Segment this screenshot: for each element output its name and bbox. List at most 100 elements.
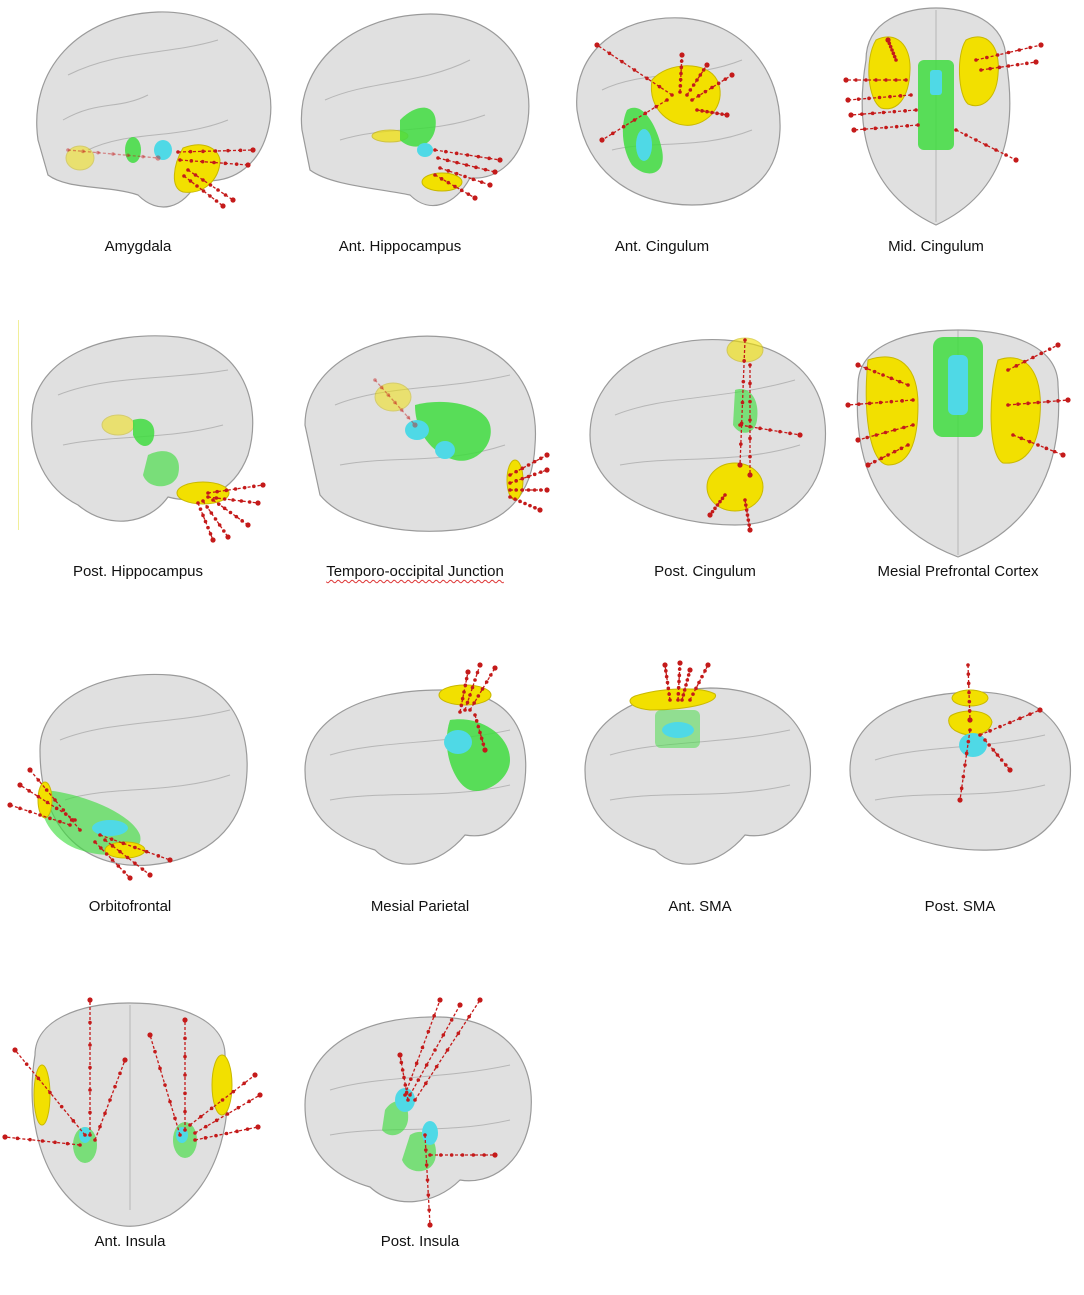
electrode-contact bbox=[477, 997, 483, 1003]
electrode-contact bbox=[109, 837, 114, 841]
panel-caption: Post. Insula bbox=[380, 1233, 460, 1250]
electrode-contact bbox=[900, 399, 904, 403]
electrode-contact bbox=[195, 184, 199, 188]
brain-render-ant-cingulum bbox=[576, 17, 781, 206]
electrode-group bbox=[594, 42, 735, 143]
electrode-contact bbox=[424, 1148, 428, 1152]
electrode-contact bbox=[200, 159, 205, 164]
electrode-contact bbox=[748, 436, 752, 441]
electrode-contact bbox=[877, 95, 882, 100]
electrode-contact bbox=[465, 669, 471, 675]
electrode-trajectory bbox=[374, 379, 416, 426]
electrode-contact bbox=[856, 97, 861, 101]
electrode-contact bbox=[1018, 716, 1022, 721]
electrode-contact bbox=[688, 698, 692, 702]
electrode-contact bbox=[239, 499, 244, 503]
electrode-contact bbox=[110, 858, 115, 862]
electrode-contact bbox=[188, 1123, 192, 1127]
electrode-contact bbox=[611, 131, 615, 136]
electrode-contact bbox=[667, 692, 671, 696]
electrode-contact bbox=[487, 156, 491, 161]
electrode-contact bbox=[133, 861, 137, 866]
electrode-contact bbox=[245, 522, 251, 528]
electrode-contact bbox=[454, 171, 459, 176]
electrode-contact bbox=[209, 511, 214, 515]
brain-outline bbox=[304, 1016, 532, 1203]
electrode-contact bbox=[484, 680, 489, 684]
electrode-contact bbox=[744, 503, 748, 507]
electrode-contact bbox=[492, 169, 498, 175]
electrode-contact bbox=[843, 77, 849, 83]
electrode-contact bbox=[492, 1152, 498, 1158]
electrode-contact bbox=[205, 505, 209, 509]
brain-gyrus bbox=[62, 39, 229, 151]
electrode-contact bbox=[228, 510, 233, 515]
panel-caption: Orbitofrontal bbox=[88, 898, 172, 915]
electrode-contact bbox=[12, 1047, 18, 1053]
panel-caption: Mesial Parietal bbox=[370, 898, 470, 915]
electrode-contact bbox=[676, 685, 681, 690]
brain-gyrus bbox=[59, 709, 231, 801]
electrode-contact bbox=[1011, 433, 1015, 437]
brain-render-amygdala bbox=[36, 11, 272, 209]
electrode-contact bbox=[678, 84, 683, 88]
electrode-contact bbox=[481, 742, 486, 746]
electrode-contact bbox=[508, 488, 512, 492]
electrode-contact bbox=[167, 857, 173, 863]
electrode-contact bbox=[463, 708, 467, 712]
electrode-contact bbox=[201, 149, 205, 154]
electrode-contact bbox=[456, 1031, 461, 1036]
electrode-contact bbox=[539, 470, 543, 474]
electrode-contact bbox=[96, 150, 100, 155]
electrode-contact bbox=[44, 788, 49, 792]
electrode-contact bbox=[122, 870, 126, 874]
electrode-contact bbox=[247, 1099, 251, 1104]
electrode-contact bbox=[1015, 62, 1020, 67]
electrode-contact bbox=[851, 127, 857, 133]
target-region-cyan bbox=[444, 730, 472, 754]
electrode-contact bbox=[697, 680, 701, 685]
electrode-contact bbox=[416, 1078, 421, 1082]
electrode-contact bbox=[894, 78, 898, 82]
electrode-contact bbox=[424, 1063, 429, 1067]
electrode-contact bbox=[654, 104, 658, 109]
electrode-contact bbox=[964, 751, 969, 756]
electrode-contact bbox=[471, 1153, 476, 1157]
electrode-contact bbox=[748, 381, 752, 386]
electrode-contact bbox=[911, 398, 915, 402]
electrode-contact bbox=[1008, 720, 1012, 725]
electrode-contact bbox=[1036, 443, 1040, 447]
electrode-contact bbox=[1006, 64, 1011, 68]
electrode-contact bbox=[260, 482, 266, 488]
electrode-contact bbox=[214, 1133, 218, 1138]
electrode-contact bbox=[715, 503, 720, 507]
electrode-contact bbox=[71, 1119, 76, 1123]
electrode-contact bbox=[713, 506, 717, 511]
electrode-contact bbox=[127, 875, 133, 881]
electrode-contact bbox=[206, 491, 210, 495]
electrode-contact bbox=[1055, 342, 1061, 348]
electrode-contact bbox=[1006, 368, 1010, 372]
electrode-contact bbox=[872, 459, 877, 464]
electrode-contact bbox=[741, 379, 746, 384]
electrode-group bbox=[397, 997, 498, 1228]
electrode-contact bbox=[723, 77, 728, 81]
electrode-contact bbox=[27, 789, 31, 793]
electrode-contact bbox=[1006, 403, 1010, 407]
electrode-contact bbox=[183, 1109, 187, 1114]
electrode-contact bbox=[437, 997, 443, 1003]
electrode-contact bbox=[599, 137, 605, 143]
electrode-contact bbox=[386, 393, 391, 397]
electrode-contact bbox=[406, 1098, 410, 1102]
electrode-contact bbox=[748, 363, 752, 367]
electrode-contact bbox=[768, 428, 772, 432]
electrode-contact bbox=[158, 1066, 162, 1071]
electrode-contact bbox=[439, 177, 444, 181]
electrode-contact bbox=[118, 849, 122, 854]
electrode-contact bbox=[214, 199, 219, 203]
electrode-contact bbox=[685, 93, 689, 97]
electrode-contact bbox=[690, 98, 694, 102]
electrode-contact bbox=[224, 1131, 229, 1136]
electrode-contact bbox=[104, 852, 109, 856]
electrode-contact bbox=[81, 149, 85, 154]
